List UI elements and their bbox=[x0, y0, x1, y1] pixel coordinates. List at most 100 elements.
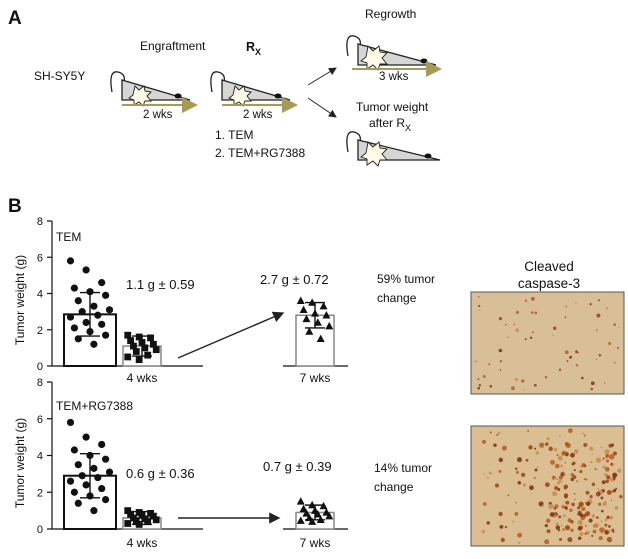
stain-bottom-dot-205 bbox=[606, 454, 609, 457]
stain-top-dot-15 bbox=[513, 323, 516, 326]
stain-bottom-dot-147 bbox=[534, 447, 537, 450]
stain-bottom-dot-120 bbox=[562, 473, 566, 477]
regrowth-duration: 3 wks bbox=[379, 71, 409, 83]
stain-top-dot-5 bbox=[477, 378, 480, 380]
stain-bottom-dot-218 bbox=[579, 513, 584, 517]
bottom-ytick-label-1: 2 bbox=[37, 487, 43, 499]
stain-top-dot-17 bbox=[613, 323, 617, 327]
stain-bottom-dot-224 bbox=[570, 452, 575, 458]
stain-bottom-dot-54 bbox=[558, 475, 563, 480]
stain-bottom-dot-83 bbox=[556, 478, 559, 481]
stain-bottom-dot-29 bbox=[545, 482, 550, 488]
top-point-1-2 bbox=[147, 334, 154, 342]
stain-bottom-dot-171 bbox=[486, 521, 490, 525]
stain-bottom-dot-74 bbox=[564, 525, 571, 531]
stain-bottom-dot-117 bbox=[594, 467, 597, 471]
stain-bottom-dot-13 bbox=[545, 518, 551, 524]
top-point-0-11 bbox=[66, 313, 75, 321]
top-point-1-12 bbox=[135, 356, 143, 364]
stain-bottom-dot-199 bbox=[535, 451, 540, 455]
top-point-1-9 bbox=[132, 348, 140, 355]
bottom-point-0-17 bbox=[74, 499, 82, 507]
stain-bottom-dot-128 bbox=[592, 529, 597, 534]
top-point-2-5 bbox=[322, 311, 331, 319]
stain-top-dot-18 bbox=[478, 384, 481, 387]
stain-bottom-dot-60 bbox=[612, 451, 617, 456]
stain-top-dot-22 bbox=[499, 369, 502, 371]
stain-top-dot-16 bbox=[566, 360, 569, 362]
stain-bottom-dot-203 bbox=[498, 469, 502, 473]
bottom-point-0-3 bbox=[70, 446, 78, 454]
top-point-1-3 bbox=[127, 337, 134, 345]
stain-bottom-dot-24 bbox=[514, 511, 519, 516]
stain-bottom-dot-212 bbox=[563, 484, 569, 489]
branch-arrow-down bbox=[307, 97, 337, 118]
stain-bottom-dot-7 bbox=[534, 468, 538, 472]
top-point-0-2 bbox=[98, 279, 106, 287]
treatment-1: 1. TEM bbox=[215, 128, 253, 142]
stain-top-dot-52 bbox=[474, 360, 477, 363]
mouse-treatment-icon bbox=[210, 71, 291, 107]
stain-bottom-dot-122 bbox=[606, 515, 610, 520]
top-annot-4wks: 1.1 g ± 0.59 bbox=[126, 277, 195, 292]
stain-bottom-dot-88 bbox=[611, 490, 614, 493]
stain-bottom-dot-169 bbox=[482, 439, 486, 444]
stain-bottom-dot-69 bbox=[590, 461, 593, 463]
stain-bottom-dot-62 bbox=[529, 485, 534, 491]
stain-bottom-dot-161 bbox=[558, 479, 562, 483]
stain-bottom-dot-21 bbox=[615, 487, 618, 490]
caspase-image-tem bbox=[470, 291, 625, 395]
top-ytick-label-4: 8 bbox=[37, 216, 43, 228]
bottom-point-0-10 bbox=[94, 473, 102, 482]
stain-top-dot-1 bbox=[605, 307, 609, 310]
stain-bottom-dot-153 bbox=[589, 446, 594, 451]
stain-bottom-dot-166 bbox=[577, 536, 582, 540]
top-point-0-0 bbox=[66, 257, 75, 265]
stain-bottom-dot-174 bbox=[521, 472, 526, 477]
stain-top-dot-38 bbox=[581, 376, 584, 380]
stain-bottom-dot-213 bbox=[582, 432, 585, 435]
stain-bottom-dot-113 bbox=[517, 480, 522, 485]
bottom-point-2-10 bbox=[316, 515, 325, 524]
bottom-change-line2: change bbox=[374, 480, 414, 494]
stain-top-dot-4 bbox=[488, 363, 491, 366]
panel-a-label: A bbox=[8, 8, 22, 29]
stain-bottom-dot-150 bbox=[562, 485, 565, 487]
y-axis-label-bottom: Tumor weight (g) bbox=[13, 418, 27, 508]
stain-bottom-dot-43 bbox=[604, 523, 608, 527]
stain-bottom-dot-168 bbox=[581, 506, 586, 511]
bottom-point-0-11 bbox=[66, 477, 75, 485]
bottom-point-1-5 bbox=[150, 512, 157, 520]
stain-bottom-dot-108 bbox=[562, 514, 566, 518]
stain-bottom-dot-115 bbox=[562, 471, 565, 474]
bottom-point-1-8 bbox=[152, 516, 160, 524]
bottom-point-2-12 bbox=[308, 517, 317, 525]
stain-bottom-dot-85 bbox=[614, 506, 619, 510]
stain-top-dot-36 bbox=[598, 354, 602, 357]
rx-label: RX bbox=[246, 40, 261, 57]
top-change-line1: 59% tumor bbox=[377, 272, 435, 286]
panel-b-label: B bbox=[8, 196, 22, 217]
stain-top-dot-29 bbox=[613, 361, 617, 364]
bottom-point-2-0 bbox=[296, 497, 305, 505]
top-point-2-10 bbox=[316, 334, 325, 343]
stain-top-dot-23 bbox=[477, 386, 480, 390]
stain-bottom-dot-133 bbox=[550, 459, 555, 465]
stain-bottom-dot-127 bbox=[515, 470, 519, 474]
bottom-point-0-4 bbox=[86, 451, 94, 460]
stain-bottom-dot-96 bbox=[565, 500, 570, 505]
stain-top-dot-14 bbox=[575, 350, 578, 354]
stain-bottom-dot-140 bbox=[606, 475, 611, 480]
stain-bottom-dot-59 bbox=[528, 445, 533, 450]
stain-bottom-dot-121 bbox=[493, 443, 497, 448]
stain-top-dot-58 bbox=[521, 379, 525, 383]
stain-top-dot-34 bbox=[544, 375, 548, 379]
stain-bottom-dot-118 bbox=[536, 466, 539, 469]
stain-top-dot-2 bbox=[564, 316, 567, 318]
stain-bottom-dot-28 bbox=[607, 524, 611, 528]
stain-bottom-dot-17 bbox=[591, 482, 596, 487]
stain-bottom-dot-35 bbox=[522, 483, 527, 487]
stain-bottom-dot-209 bbox=[496, 433, 499, 436]
engraftment-label: Engraftment bbox=[140, 39, 206, 53]
